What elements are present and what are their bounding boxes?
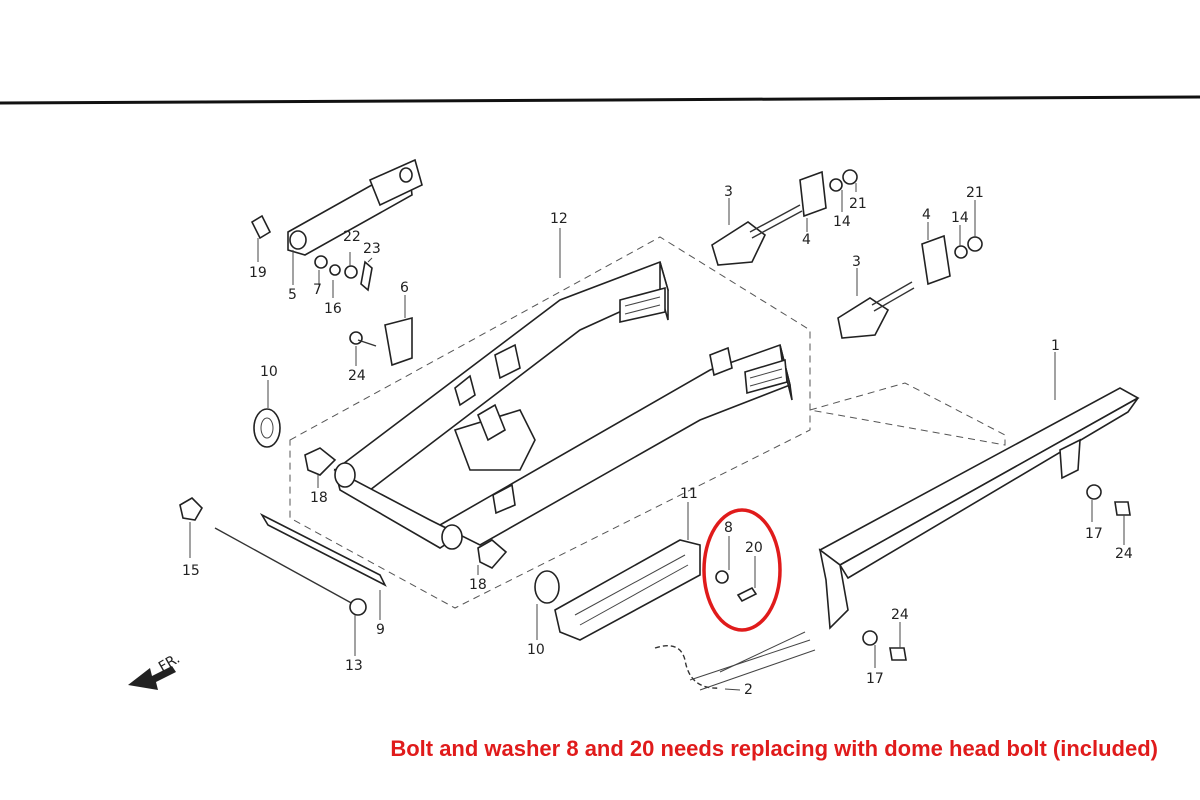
label-24-left: 24 — [348, 368, 366, 384]
label-7: 7 — [313, 282, 322, 298]
chain-guard — [818, 387, 1140, 630]
label-13: 13 — [345, 658, 363, 674]
drive-chain — [654, 631, 816, 691]
bushing-lower — [477, 539, 508, 569]
chain-slider — [554, 539, 701, 641]
label-14-lower: 14 — [951, 210, 969, 226]
pivot-bolt — [214, 527, 356, 606]
pivot-nut — [179, 496, 204, 521]
label-11: 11 — [680, 486, 698, 502]
highlight-circle-8-20 — [702, 508, 782, 632]
label-10-lower: 10 — [527, 642, 545, 658]
label-12: 12 — [550, 211, 568, 227]
label-14-upper: 14 — [833, 214, 851, 230]
leader-lines — [189, 183, 1125, 691]
label-24-right: 24 — [1115, 546, 1133, 562]
label-6: 6 — [400, 280, 409, 296]
top-divider — [0, 95, 1200, 105]
label-5: 5 — [288, 287, 297, 303]
front-label: FR. — [156, 651, 183, 676]
label-19: 19 — [249, 265, 267, 281]
label-4-lower: 4 — [922, 207, 931, 223]
label-16: 16 — [324, 301, 342, 317]
label-9: 9 — [376, 622, 385, 638]
dust-seal-upper-inner — [260, 417, 274, 439]
label-17-right: 17 — [1085, 526, 1103, 542]
label-24-lower: 24 — [891, 607, 909, 623]
label-22: 22 — [343, 229, 361, 245]
label-3-upper: 3 — [724, 184, 733, 200]
label-15: 15 — [182, 563, 200, 579]
chain-adjuster-lower — [837, 281, 915, 339]
chaincase-outline — [809, 382, 1006, 446]
bushing-upper — [304, 447, 337, 476]
torque-link — [250, 158, 423, 256]
label-10-upper: 10 — [260, 364, 278, 380]
label-4-upper: 4 — [802, 232, 811, 248]
label-18-upper: 18 — [310, 490, 328, 506]
pivot-collar — [259, 513, 387, 587]
label-17-lower: 17 — [866, 671, 884, 687]
replacement-note-caption: Bolt and washer 8 and 20 needs replacing… — [390, 736, 1158, 761]
chain-adjuster-upper — [711, 204, 803, 266]
label-21-upper: 21 — [849, 196, 867, 212]
swingarm-assembly-outline — [289, 236, 811, 609]
adjuster-plate-upper — [799, 170, 827, 218]
label-3-lower: 3 — [852, 254, 861, 270]
label-2: 2 — [744, 682, 753, 698]
front-direction-arrow: FR. — [128, 651, 183, 690]
fasteners — [314, 169, 1131, 661]
label-8: 8 — [724, 520, 733, 536]
adjuster-plate-lower — [921, 234, 951, 286]
label-1: 1 — [1051, 338, 1060, 354]
bolt-20 — [736, 586, 758, 603]
dust-seal-lower — [534, 570, 560, 604]
label-21-lower: 21 — [966, 185, 984, 201]
label-18-lower: 18 — [469, 577, 487, 593]
washer-8 — [715, 570, 729, 584]
label-20: 20 — [745, 540, 763, 556]
dust-seal-upper — [253, 408, 281, 448]
label-23: 23 — [363, 241, 381, 257]
swingarm — [333, 260, 793, 550]
